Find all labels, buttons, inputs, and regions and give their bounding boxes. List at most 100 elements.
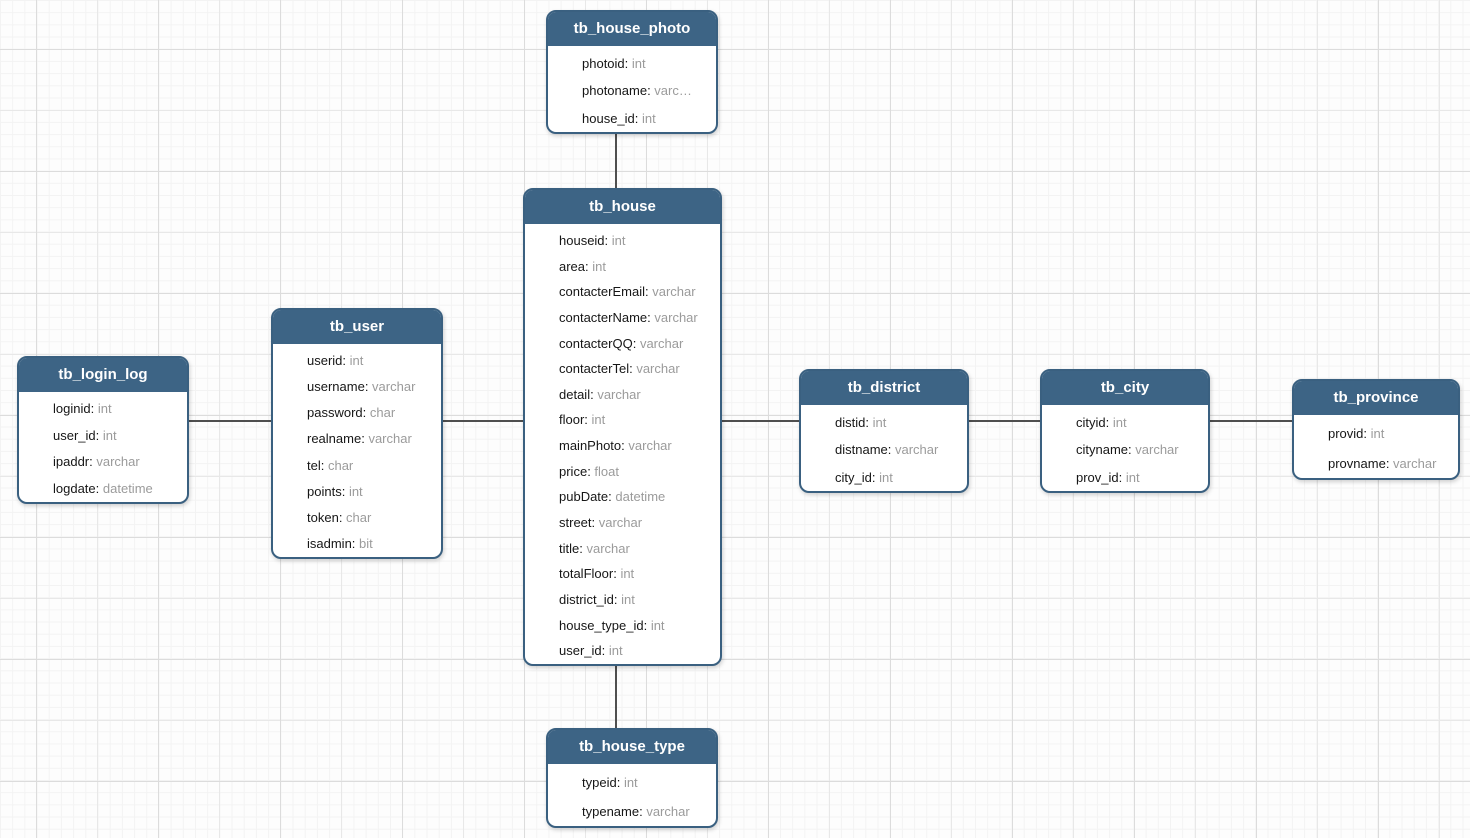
entity-field-row[interactable]: password: char [307, 400, 433, 426]
relationship-connector-tb_district-tb_city[interactable] [969, 420, 1040, 422]
field-type: int [611, 233, 626, 248]
field-separator: : [587, 463, 595, 479]
entity-field-row[interactable]: detail: varchar [559, 382, 712, 408]
field-separator: : [364, 379, 373, 395]
field-separator: : [624, 56, 632, 71]
entity-field-row[interactable]: provname: varchar [1328, 449, 1450, 479]
field-name: contacterEmail [559, 284, 645, 300]
entity-field-row[interactable]: token: char [307, 505, 433, 531]
field-separator: : [585, 258, 593, 274]
field-name: distid [835, 415, 866, 430]
entity-field-row[interactable]: floor: int [559, 407, 712, 433]
entity-field-row[interactable]: contacterName: varchar [559, 305, 712, 331]
entity-field-row[interactable]: houseid: int [559, 228, 712, 254]
entity-table-title: tb_house_type [579, 738, 685, 755]
field-name: loginid [53, 401, 91, 416]
field-name: contacterName [559, 309, 648, 325]
relationship-connector-tb_user-tb_house[interactable] [443, 420, 523, 422]
entity-table-title: tb_province [1333, 389, 1419, 406]
entity-table-title: tb_city [1100, 379, 1150, 396]
field-type: int [592, 258, 606, 274]
field-name: prov_id [1076, 469, 1119, 485]
entity-table-header[interactable]: tb_user [273, 310, 441, 344]
entity-field-row[interactable]: userid: int [307, 348, 433, 374]
field-name: cityname [1076, 442, 1129, 458]
entity-field-row[interactable]: realname: varchar [307, 426, 433, 452]
entity-table-header[interactable]: tb_house_type [548, 730, 716, 764]
entity-field-row[interactable]: photoname: varc… [582, 77, 708, 104]
field-separator: : [634, 110, 643, 126]
field-separator: : [621, 438, 629, 454]
entity-field-row[interactable]: user_id: int [559, 638, 712, 664]
field-name: mainPhoto [559, 438, 622, 454]
entity-field-row[interactable]: points: int [307, 479, 433, 505]
field-name: district_id [559, 591, 614, 607]
entity-field-row[interactable]: distid: int [835, 409, 959, 436]
entity-field-row[interactable]: ipaddr: varchar [53, 449, 179, 476]
entity-field-row[interactable]: cityname: varchar [1076, 436, 1200, 463]
relationship-connector-tb_house-tb_district[interactable] [722, 420, 799, 422]
entity-field-row[interactable]: user_id: int [53, 423, 179, 450]
entity-field-row[interactable]: mainPhoto: varchar [559, 433, 712, 459]
entity-field-row[interactable]: username: varchar [307, 374, 433, 400]
entity-field-row[interactable]: area: int [559, 254, 712, 280]
field-type: varchar [646, 804, 690, 819]
entity-table-header[interactable]: tb_house_photo [548, 12, 716, 46]
entity-table-header[interactable]: tb_district [801, 371, 967, 405]
entity-field-row[interactable]: contacterTel: varchar [559, 356, 712, 382]
field-name: token [307, 509, 339, 525]
entity-field-row[interactable]: totalFloor: int [559, 561, 712, 587]
entity-table-header[interactable]: tb_city [1042, 371, 1208, 405]
field-name: contacterQQ [559, 335, 633, 351]
entity-field-row[interactable]: tel: char [307, 453, 433, 479]
entity-table-header[interactable]: tb_login_log [19, 358, 187, 392]
entity-field-row[interactable]: cityid: int [1076, 409, 1200, 436]
entity-table-header[interactable]: tb_province [1294, 381, 1458, 415]
field-name: ipaddr [53, 454, 90, 469]
entity-field-row[interactable]: typename: varchar [582, 797, 708, 826]
entity-field-row[interactable]: provid: int [1328, 419, 1450, 449]
field-type: int [97, 401, 112, 416]
entity-field-row[interactable]: street: varchar [559, 510, 712, 536]
entity-field-row[interactable]: contacterEmail: varchar [559, 279, 712, 305]
field-type: int [348, 483, 363, 499]
field-name: pubDate [559, 489, 609, 505]
entity-field-row[interactable]: pubDate: datetime [559, 484, 712, 510]
entity-field-row[interactable]: contacterQQ: varchar [559, 331, 712, 357]
field-type: datetime [615, 489, 666, 505]
entity-field-row[interactable]: loginid: int [53, 396, 179, 423]
entity-field-row[interactable]: distname: varchar [835, 436, 959, 463]
entity-field-row[interactable]: price: float [559, 459, 712, 485]
entity-field-row[interactable]: house_type_id: int [559, 613, 712, 639]
field-type: varchar [598, 515, 643, 531]
entity-field-row[interactable]: isadmin: bit [307, 531, 433, 557]
field-separator: : [362, 405, 370, 421]
field-separator: : [320, 457, 328, 473]
field-type: varchar [1393, 455, 1437, 471]
entity-field-row[interactable]: district_id: int [559, 587, 712, 613]
relationship-connector-tb_city-tb_province[interactable] [1210, 420, 1292, 422]
field-name: user_id [559, 643, 602, 659]
entity-field-row[interactable]: prov_id: int [1076, 464, 1200, 491]
entity-field-row[interactable]: house_id: int [582, 105, 708, 132]
entity-field-row[interactable]: city_id: int [835, 464, 959, 491]
entity-field-row[interactable]: title: varchar [559, 536, 712, 562]
relationship-connector-tb_house-tb_house_type[interactable] [615, 666, 617, 728]
entity-field-row[interactable]: logdate: datetime [53, 476, 179, 503]
entity-field-row[interactable]: typeid: int [582, 768, 708, 797]
entity-table-header[interactable]: tb_house [525, 190, 720, 224]
relationship-connector-tb_login_log-tb_user[interactable] [189, 420, 271, 422]
relationship-connector-tb_house_photo-tb_house[interactable] [615, 134, 617, 188]
entity-field-row[interactable]: photoid: int [582, 50, 708, 77]
field-type: int [621, 591, 635, 607]
